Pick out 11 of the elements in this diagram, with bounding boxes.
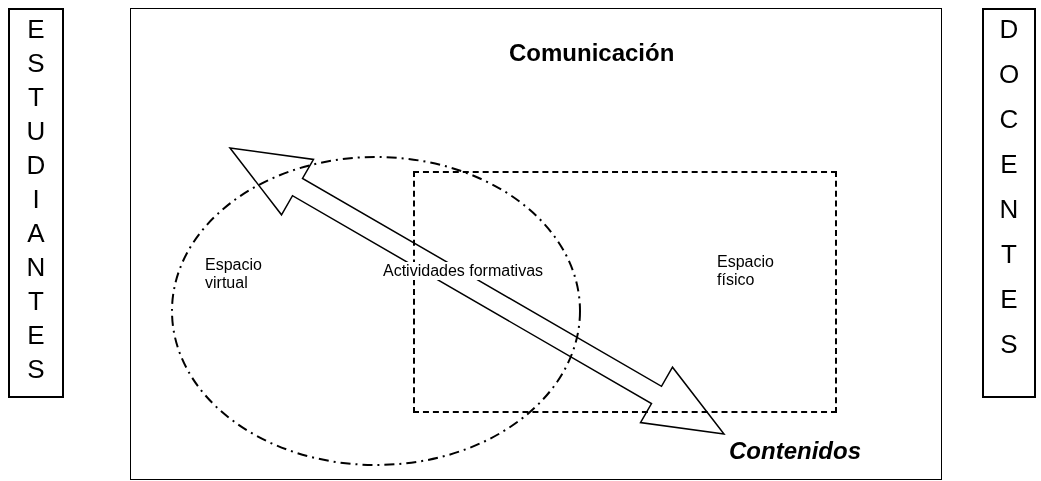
vertical-label-box: [982, 8, 1036, 398]
dash-dot-ellipse: [171, 156, 581, 466]
vertical-label: DOCENTES: [996, 14, 1022, 374]
node-label: Contenidos: [729, 437, 861, 465]
vertical-label: ESTUDIANTES: [23, 14, 49, 388]
double-block-arrow: [228, 147, 726, 435]
region-label: Espacio virtual: [205, 256, 263, 292]
region-label: Actividades formativas: [383, 262, 544, 280]
region-label: Espacio físico: [717, 253, 775, 289]
vertical-label-box: [8, 8, 64, 398]
title-text: Comunicación: [509, 39, 675, 67]
